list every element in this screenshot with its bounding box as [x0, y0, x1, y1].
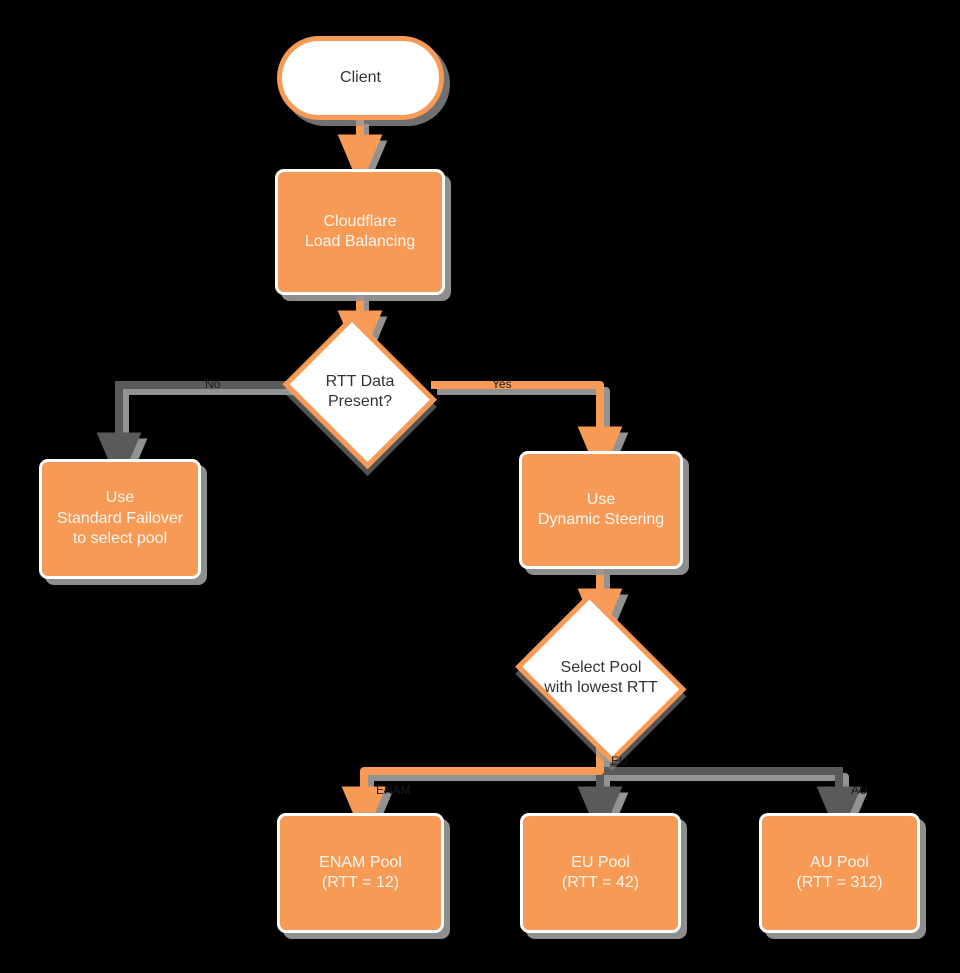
node-rtt-data-present-line2: Present?	[327, 393, 393, 410]
node-dynamic-steering[interactable]: Use Dynamic Steering	[519, 451, 683, 569]
node-enam-pool[interactable]: ENAM Pool (RTT = 12)	[277, 813, 444, 933]
node-select-pool-line2: with lowest RTT	[544, 679, 658, 696]
edge-label-yes: Yes	[492, 377, 512, 391]
node-dynamic-steering-line1: Use	[586, 490, 616, 508]
node-enam-pool-line1: ENAM Pool	[319, 853, 402, 871]
node-client[interactable]: Client	[277, 36, 444, 120]
node-client-label: Client	[340, 68, 381, 86]
node-enam-pool-paren-close: )	[393, 874, 400, 891]
node-rtt-data-present[interactable]: RTT Data Present?	[282, 314, 438, 470]
node-eu-pool-line1: EU Pool	[571, 853, 630, 871]
edge-rtt-no	[96, 381, 288, 486]
node-load-balancing-line1: Cloudflare	[323, 212, 397, 230]
edge-label-no: No	[205, 377, 221, 391]
node-standard-failover[interactable]: Use Standard Failover to select pool	[39, 459, 201, 579]
node-au-pool-line2: (RTT = 312)	[796, 874, 883, 891]
node-standard-failover-line3: to select pool	[72, 530, 168, 548]
edge-selectpool-enam	[341, 740, 604, 840]
node-standard-failover-line1: Use	[105, 489, 135, 507]
node-standard-failover-line2: Standard Failover	[56, 509, 184, 527]
edge-selectpool-au	[600, 767, 862, 840]
edge-label-enam: ENAM	[376, 783, 411, 797]
node-load-balancing[interactable]: Cloudflare Load Balancing	[275, 169, 445, 295]
node-load-balancing-line2: Load Balancing	[304, 233, 416, 250]
node-rtt-data-present-line1: RTT Data	[325, 372, 395, 390]
node-enam-pool-line2: (RTT = 12)	[319, 873, 402, 893]
node-eu-pool-line2: (RTT = 42)	[561, 874, 640, 891]
node-eu-pool[interactable]: EU Pool (RTT = 42)	[520, 813, 681, 933]
node-select-pool-line1: Select Pool	[560, 658, 642, 676]
edge-label-eu: EU	[611, 754, 628, 768]
edge-label-au: AU	[851, 783, 868, 797]
node-au-pool-line1: AU Pool	[810, 853, 869, 871]
node-select-pool[interactable]: Select Pool with lowest RTT	[511, 592, 691, 764]
node-enam-pool-rtt: RTT = 12	[327, 874, 394, 891]
edge-rtt-yes	[431, 381, 623, 480]
node-dynamic-steering-line2: Dynamic Steering	[537, 511, 665, 528]
node-enam-pool-paren-open: (	[321, 874, 328, 891]
node-au-pool[interactable]: AU Pool (RTT = 312)	[759, 813, 920, 933]
